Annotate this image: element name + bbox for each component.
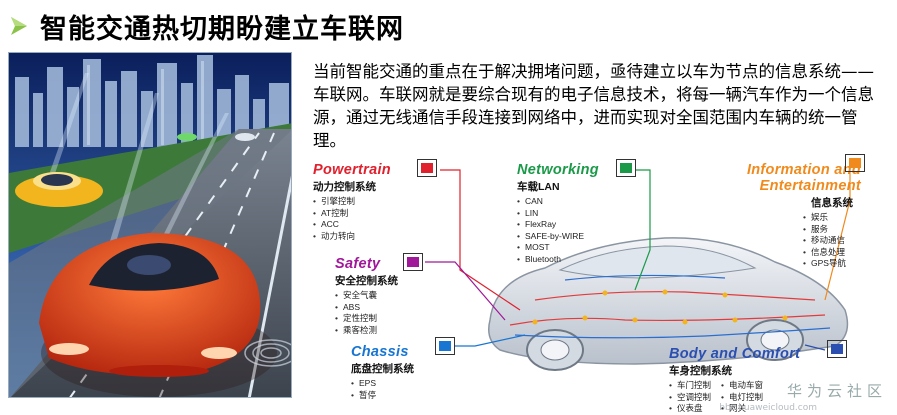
group-chassis: Chassis 底盘控制系统 EPS 暂停 [351, 344, 414, 401]
list-item: 网关 [721, 403, 763, 415]
list-item: 服务 [803, 224, 861, 236]
body-title: Body and Comfort [669, 346, 801, 362]
list-item: 娱乐 [803, 212, 861, 224]
title-bar: 智能交通热切期盼建立车联网 [8, 6, 404, 46]
list-item: ACC [313, 219, 391, 231]
powertrain-title: Powertrain [313, 162, 391, 178]
yellow-car [15, 172, 103, 207]
networking-square-icon [616, 159, 636, 177]
list-item: 电动车窗 [721, 380, 763, 392]
powertrain-list: 引擎控制 AT控制 ACC 动力转向 [313, 196, 391, 242]
list-item: 移动通信 [803, 235, 861, 247]
list-item: FlexRay [517, 219, 599, 231]
body-list-col1: 车门控制 空调控制 仪表盘 [669, 380, 711, 415]
page-title: 智能交通热切期盼建立车联网 [40, 13, 404, 45]
safety-list: 安全气囊 ABS 定性控制 乘客检测 [335, 290, 398, 336]
list-item: GPS导航 [803, 258, 861, 270]
body-square-icon [827, 340, 847, 358]
smart-traffic-illustration [8, 52, 292, 398]
title-arrow-icon [11, 17, 27, 35]
info-list: 娱乐 服务 移动通信 信息处理 GPS导航 [803, 212, 861, 270]
list-item: 定性控制 [335, 313, 398, 325]
chassis-subtitle: 底盘控制系统 [351, 363, 414, 375]
list-item: 电灯控制 [721, 392, 763, 404]
info-subtitle: 信息系统 [811, 197, 853, 209]
body-subtitle: 车身控制系统 [669, 365, 732, 377]
list-item: SAFE-by-WIRE [517, 231, 599, 243]
list-item: 仪表盘 [669, 403, 711, 415]
group-networking: Networking 车载LAN CAN LIN FlexRay SAFE-by… [517, 162, 599, 265]
powertrain-square-icon [417, 159, 437, 177]
networking-title: Networking [517, 162, 599, 178]
group-safety: Safety 安全控制系统 安全气囊 ABS 定性控制 乘客检测 [335, 256, 398, 336]
list-item: 乘客检测 [335, 325, 398, 337]
list-item: ABS [335, 302, 398, 314]
list-item: MOST [517, 242, 599, 254]
chassis-list: EPS 暂停 [351, 378, 414, 401]
info-square-icon [845, 154, 865, 172]
list-item: 安全气囊 [335, 290, 398, 302]
list-item: 动力转向 [313, 231, 391, 243]
safety-title: Safety [335, 256, 381, 272]
intro-paragraph: 当前智能交通的重点在于解决拥堵问题，亟待建立以车为节点的信息系统——车联网。车联… [313, 62, 874, 150]
powertrain-subtitle: 动力控制系统 [313, 181, 376, 193]
body-list-col2: 电动车窗 电灯控制 网关 [721, 380, 763, 415]
networking-subtitle: 车载LAN [517, 181, 560, 193]
red-car [39, 233, 277, 397]
list-item: 暂停 [351, 390, 414, 402]
networking-list: CAN LIN FlexRay SAFE-by-WIRE MOST Blueto… [517, 196, 599, 265]
info-title-line1: Information and [746, 162, 861, 178]
watermark-url: bbs.huaweicloud.com [719, 403, 817, 413]
chassis-title: Chassis [351, 344, 409, 360]
safety-subtitle: 安全控制系统 [335, 275, 398, 287]
list-item: 信息处理 [803, 247, 861, 259]
group-info-entertainment: Information and Entertainment 信息系统 娱乐 服务… [713, 162, 861, 270]
vehicle-network-diagram: Powertrain 动力控制系统 引擎控制 AT控制 ACC 动力转向 Saf… [305, 150, 897, 415]
list-item: 空调控制 [669, 392, 711, 404]
list-item: CAN [517, 196, 599, 208]
list-item: EPS [351, 378, 414, 390]
chassis-square-icon [435, 337, 455, 355]
list-item: AT控制 [313, 208, 391, 220]
watermark-text: 华为云社区 [786, 382, 887, 400]
list-item: LIN [517, 208, 599, 220]
list-item: 车门控制 [669, 380, 711, 392]
safety-square-icon [403, 253, 423, 271]
list-item: 引擎控制 [313, 196, 391, 208]
list-item: Bluetooth [517, 254, 599, 266]
info-title-line2: Entertainment [759, 178, 861, 194]
group-body-comfort: Body and Comfort 车身控制系统 车门控制 空调控制 仪表盘 电动… [669, 346, 800, 415]
group-powertrain: Powertrain 动力控制系统 引擎控制 AT控制 ACC 动力转向 [313, 162, 391, 242]
